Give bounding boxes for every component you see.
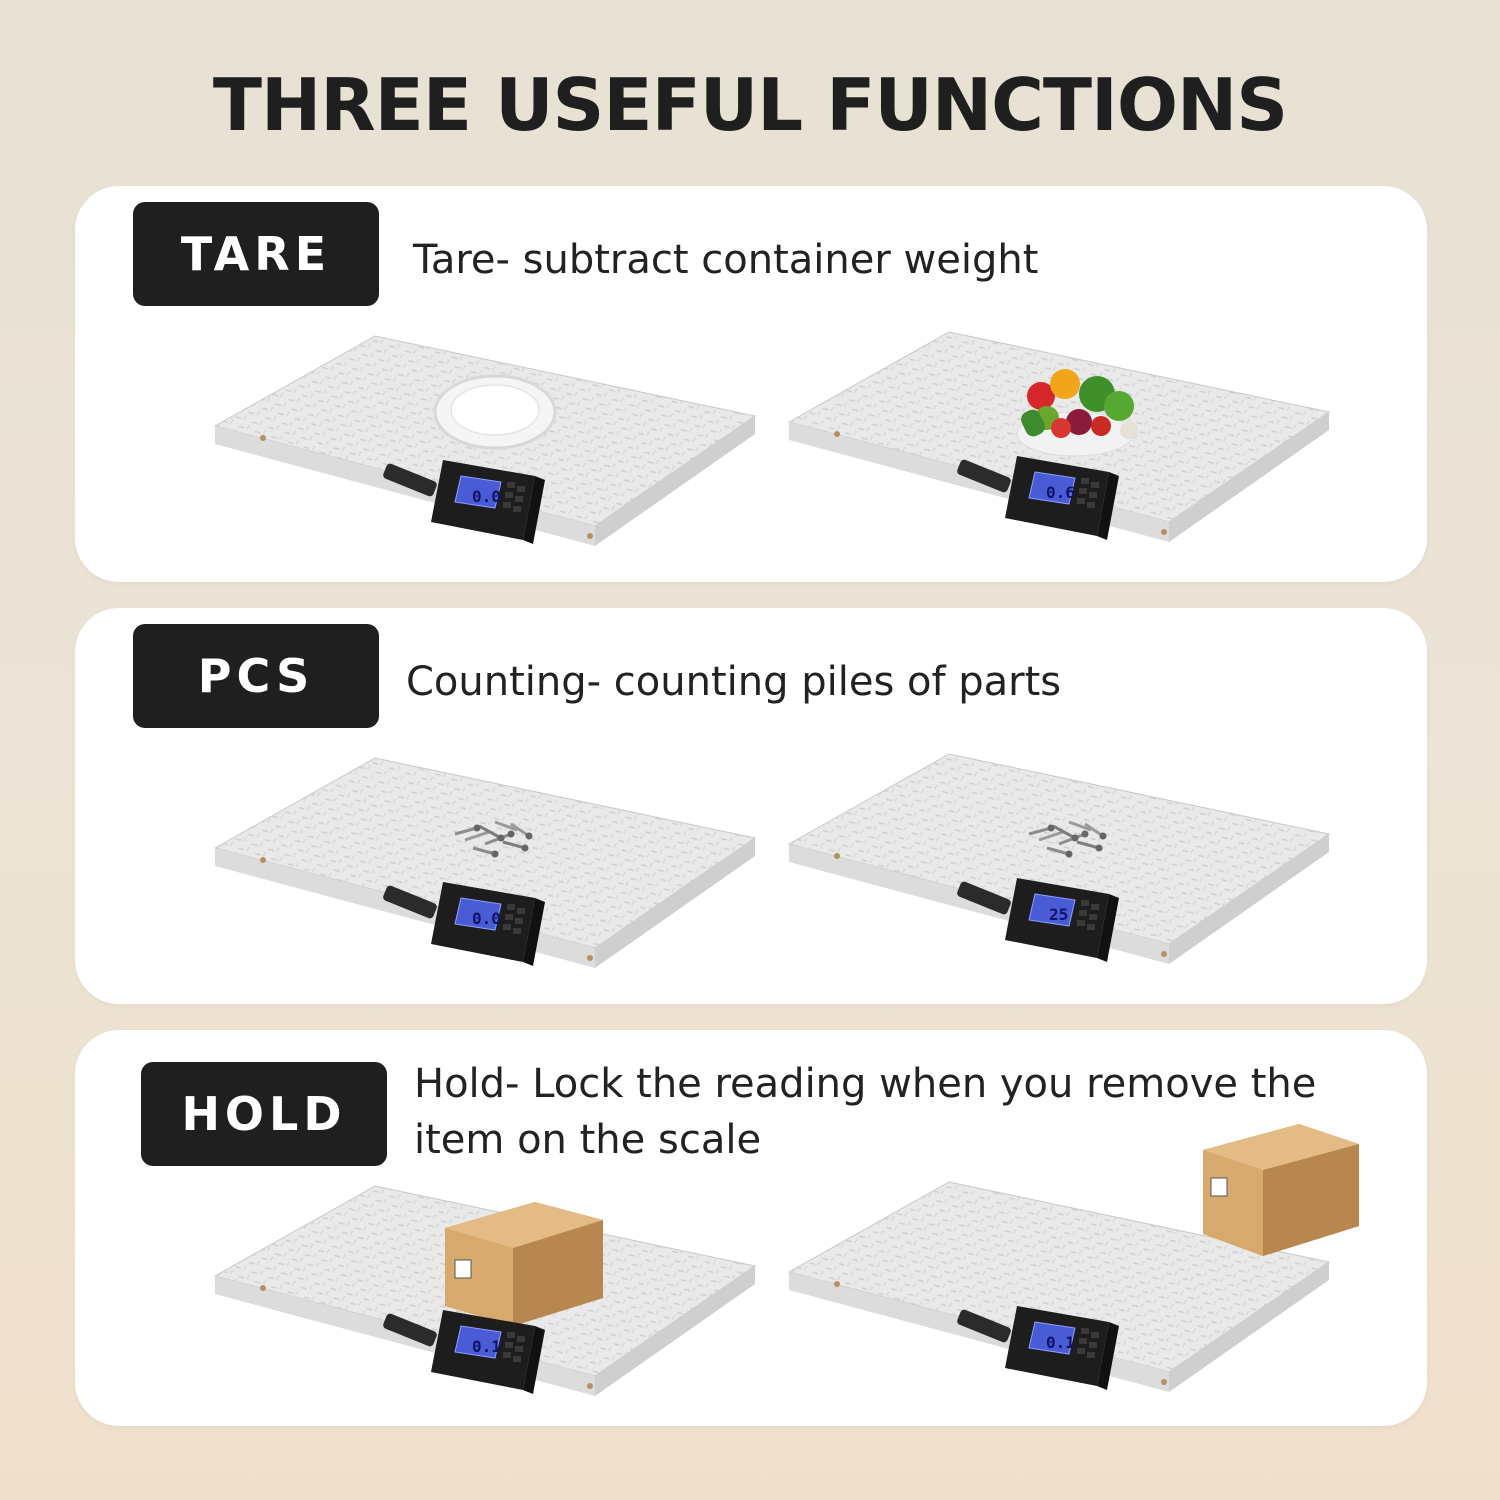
cardboard-box-icon xyxy=(445,1202,603,1326)
tare-display-2: 0.6 xyxy=(1046,483,1075,502)
lifted-box-icon xyxy=(1203,1124,1359,1256)
hold-panel: HOLD Hold- Lock the reading when you rem… xyxy=(75,1030,1427,1426)
tare-display-1: 0.0 xyxy=(472,487,501,506)
pcs-badge: PCS xyxy=(133,624,379,728)
page-title: THREE USEFUL FUNCTIONS xyxy=(212,63,1288,147)
hold-display-2: 0.1 xyxy=(1046,1333,1075,1352)
pcs-panel: PCS Counting- counting piles of parts 0.… xyxy=(75,608,1427,1004)
pcs-scale-screws-1: 0.0 xyxy=(214,757,756,969)
tare-scale-vegetables: 0.6 xyxy=(788,331,1330,543)
pcs-display-2: 25 xyxy=(1049,905,1068,924)
hold-scale-box-removed: 0.1 xyxy=(788,1181,1330,1393)
pcs-display-1: 0.0 xyxy=(472,909,501,928)
tare-badge: TARE xyxy=(133,202,379,306)
hold-scale-box-on: 0.1 xyxy=(214,1185,756,1397)
tare-description: Tare- subtract container weight xyxy=(413,237,1039,283)
hold-badge: HOLD xyxy=(141,1062,387,1166)
hold-description-line-1: Hold- Lock the reading when you remove t… xyxy=(414,1061,1317,1107)
hold-display-1: 0.1 xyxy=(472,1337,501,1356)
pcs-description: Counting- counting piles of parts xyxy=(406,659,1062,705)
tare-scale-empty-plate: 0.0 xyxy=(214,335,756,547)
hold-description-line-2: item on the scale xyxy=(414,1117,762,1163)
pcs-scale-screws-2: 25 xyxy=(788,753,1330,965)
vegetables-icon xyxy=(1016,369,1138,457)
tare-panel: TARE Tare- subtract container weight 0.0… xyxy=(75,186,1427,582)
